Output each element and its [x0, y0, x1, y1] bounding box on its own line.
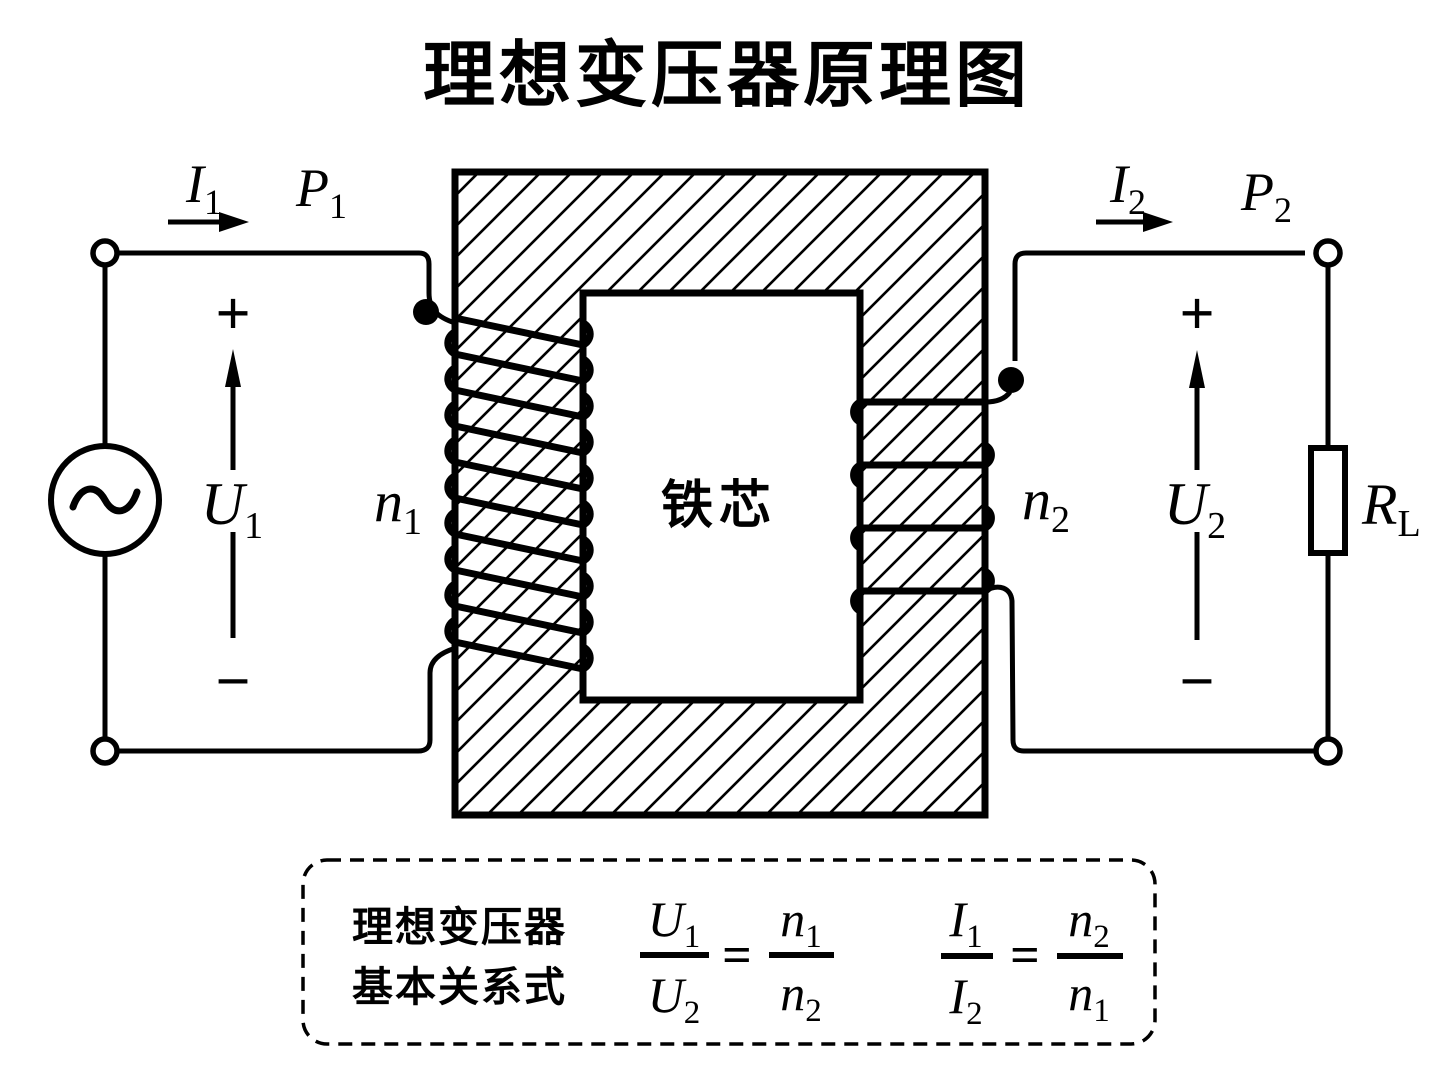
- secondary-turn-arcs-left: [850, 398, 864, 615]
- u2-voltage-arrow: [1189, 350, 1205, 640]
- eq1-rhs-numerator: n1: [780, 891, 822, 955]
- eq1-lhs-denominator: U2: [648, 967, 701, 1031]
- primary-turn: [451, 458, 587, 493]
- primary-polarity-dot: [413, 299, 439, 325]
- wire-secondary-dot-link: [984, 390, 1013, 405]
- plus-sign-primary: +: [215, 280, 250, 348]
- terminal-secondary-top: [1313, 238, 1343, 268]
- voltage-ratio-equation: U1 U2 = n1 n2: [640, 891, 834, 1031]
- eq2-equals-sign: =: [1010, 927, 1040, 984]
- eq1-rhs-denominator: n2: [780, 965, 822, 1029]
- ac-sine-icon: [69, 485, 141, 515]
- eq1-equals-sign: =: [722, 927, 752, 984]
- wire-secondary-bottom: [983, 584, 1316, 754]
- u1-label: U1: [201, 471, 263, 547]
- primary-turn: [451, 422, 587, 457]
- secondary-polarity-dot: [998, 367, 1024, 393]
- formula-caption-line2: 基本关系式: [352, 964, 567, 1010]
- primary-turn-arcs-left: [444, 328, 459, 646]
- u1-voltage-arrow: [225, 349, 241, 638]
- wire-primary-top: [118, 250, 456, 326]
- eq2-lhs-denominator: I2: [948, 968, 982, 1032]
- n1-label: n1: [374, 469, 422, 543]
- formula-caption-line1: 理想变压器: [352, 904, 567, 950]
- rl-label: RL: [1361, 472, 1421, 545]
- n2-label: n2: [1022, 467, 1070, 541]
- u2-label: U2: [1164, 471, 1226, 547]
- page-title: 理想变压器原理图: [423, 36, 1031, 116]
- primary-turn: [451, 566, 587, 601]
- i2-label: I2: [1109, 154, 1146, 222]
- primary-turn: [451, 638, 587, 673]
- terminal-secondary-bottom: [1313, 736, 1343, 766]
- core-window: [579, 289, 864, 704]
- ac-source: [48, 443, 162, 557]
- primary-turn: [451, 314, 587, 349]
- primary-turn: [451, 530, 587, 565]
- formula-box: 理想变压器 基本关系式 U1 U2 = n1 n2 I1 I2 = n2 n1: [301, 858, 1157, 1046]
- plus-sign-secondary: +: [1179, 280, 1214, 348]
- wiring: [102, 250, 1331, 754]
- primary-turn: [451, 494, 587, 529]
- eq2-lhs-numerator: I1: [948, 891, 982, 955]
- p1-label: P1: [295, 158, 347, 226]
- eq2-rhs-denominator: n1: [1068, 965, 1110, 1029]
- eq2-rhs-numerator: n2: [1068, 891, 1110, 955]
- i1-label: I1: [185, 154, 222, 222]
- core-label: 铁芯: [661, 477, 777, 535]
- wire-primary-bottom: [118, 645, 457, 754]
- primary-turn: [451, 602, 587, 637]
- p2-label: P2: [1240, 162, 1292, 230]
- primary-winding: [444, 314, 594, 673]
- circuit-labels: I1 P1 U1 n1 + − I2 P2 U2 n2 RL + −: [185, 154, 1421, 716]
- i2-current-arrow: [1096, 212, 1173, 232]
- eq1-lhs-numerator: U1: [648, 891, 701, 955]
- current-ratio-equation: I1 I2 = n2 n1: [941, 891, 1123, 1032]
- terminals: [90, 238, 1343, 766]
- primary-turn: [451, 386, 587, 421]
- terminal-primary-bottom: [90, 736, 120, 766]
- arrows: [168, 212, 1205, 640]
- formula-box-border: [301, 858, 1157, 1046]
- load-resistor: [1308, 445, 1348, 556]
- minus-sign-primary: −: [215, 648, 250, 716]
- primary-turn-arcs-right: [579, 319, 594, 673]
- terminal-primary-top: [90, 238, 120, 268]
- transformer-core: 铁芯: [451, 168, 989, 819]
- minus-sign-secondary: −: [1179, 648, 1214, 716]
- wire-secondary-top: [1012, 250, 1305, 361]
- secondary-winding: [850, 398, 995, 615]
- primary-turn: [451, 350, 587, 385]
- i1-current-arrow: [168, 212, 249, 232]
